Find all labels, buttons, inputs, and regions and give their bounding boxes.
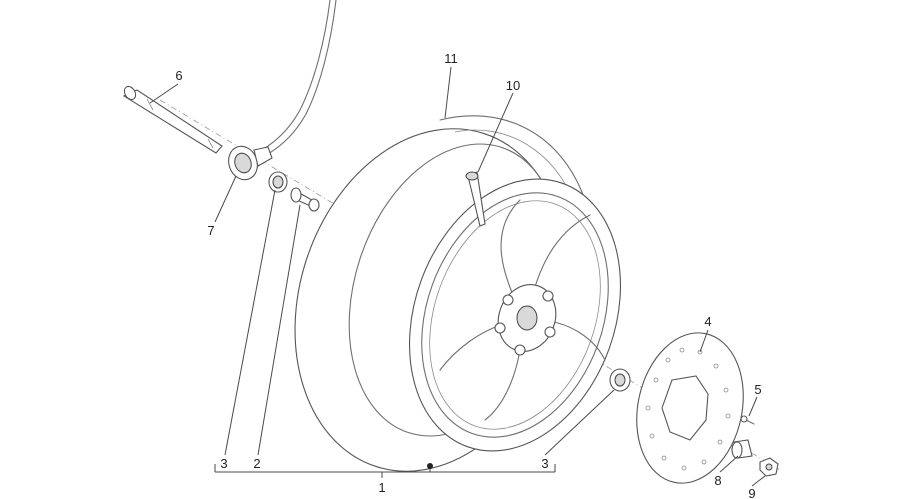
callout-1: 1: [378, 480, 385, 495]
callout-3-left: 3: [220, 456, 227, 471]
spacer-bush: [731, 439, 753, 459]
brake-disc: [636, 332, 744, 484]
callout-9: 9: [748, 486, 755, 499]
leader-lines: [149, 66, 766, 487]
callout-5: 5: [754, 382, 761, 397]
bearing-left: [268, 171, 288, 193]
callout-6: 6: [175, 68, 182, 83]
speedometer-cable: [261, 0, 331, 151]
tyre-valve: [465, 171, 486, 227]
bearing-right: [609, 368, 631, 392]
callout-11: 11: [444, 51, 458, 66]
speedometer-cable-edge: [267, 0, 337, 155]
wheel-axle: [122, 85, 223, 154]
callout-8: 8: [714, 473, 721, 488]
callout-7: 7: [207, 223, 214, 238]
callout-4: 4: [704, 314, 711, 329]
disc-screw: [740, 415, 755, 425]
speedometer-drive: [228, 145, 273, 181]
wheel-rim: [408, 178, 622, 452]
callout-2: 2: [253, 456, 260, 471]
callout-3-right: 3: [541, 456, 548, 471]
callout-10: 10: [506, 78, 520, 93]
axle-nut: [759, 457, 779, 477]
spacer: [290, 187, 320, 212]
